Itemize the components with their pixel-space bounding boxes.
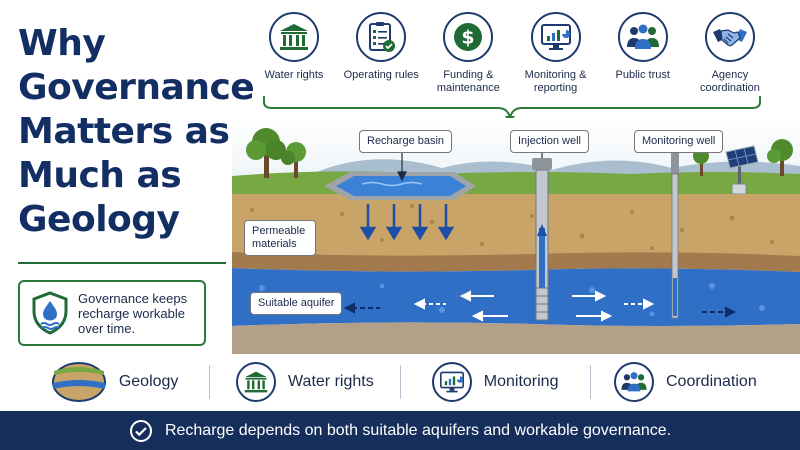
title-line: Much as — [18, 155, 182, 196]
handshake-icon — [704, 12, 755, 62]
divider — [209, 365, 211, 399]
governance-item-agency-coordination: Agency coordination — [688, 12, 772, 104]
svg-text:$: $ — [462, 27, 475, 49]
groundwater-flow-arrows-dark — [343, 302, 737, 318]
summary-item-water-rights: Water rights — [210, 362, 399, 402]
title-divider — [18, 262, 226, 264]
summary-item-geology: Geology — [20, 361, 209, 403]
governance-callout: Governance keeps recharge workable over … — [18, 280, 206, 346]
dollar-icon: $ — [443, 12, 494, 62]
footer-banner: Recharge depends on both suitable aquife… — [0, 411, 800, 450]
people-icon — [617, 12, 668, 62]
governance-label: Funding & maintenance — [436, 69, 500, 94]
title-line: Geology — [18, 199, 180, 240]
tree — [281, 142, 306, 178]
governance-item-operating-rules: Operating rules — [339, 12, 423, 104]
recharge-basin — [324, 172, 476, 200]
governance-item-public-trust: Public trust — [601, 12, 685, 104]
callout-text: Governance keeps recharge workable over … — [78, 290, 188, 336]
summary-item-coordination: Coordination — [591, 362, 780, 402]
summary-row: Geology Water rights — [20, 356, 780, 408]
summary-label: Geology — [118, 373, 179, 390]
check-circle-icon — [129, 419, 152, 442]
suitable-aquifer-label: Suitable aquifer — [250, 292, 343, 315]
governance-label: Operating rules — [343, 69, 419, 81]
governance-icons-row: Water rights Operating rules $ Funding &… — [252, 12, 772, 104]
recharge-basin-label: Recharge basin — [359, 130, 453, 153]
permeable-materials-label: Permeable materials — [244, 220, 316, 256]
summary-item-monitoring: Monitoring — [401, 362, 590, 402]
summary-label: Monitoring — [483, 373, 559, 390]
people-icon — [614, 362, 654, 402]
clay-layer — [232, 252, 800, 272]
aquifer-scene: Recharge basin Injection well Monitoring… — [232, 118, 800, 354]
footer-text: Recharge depends on both suitable aquife… — [164, 421, 672, 439]
page-title: Why Governance Matters as Much as Geolog… — [18, 22, 255, 242]
shield-water-icon — [32, 291, 68, 335]
governance-label: Monitoring & reporting — [524, 69, 587, 94]
monitor-chart-icon — [431, 362, 472, 402]
aquifer-illustration — [232, 118, 800, 354]
checklist-icon — [356, 12, 407, 62]
title-line: Why — [18, 23, 106, 64]
courthouse-icon — [269, 12, 319, 62]
monitoring-well — [671, 150, 679, 319]
soil-layers-icon — [51, 362, 106, 402]
governance-item-monitoring: Monitoring & reporting — [514, 12, 598, 104]
bedrock-layer — [232, 322, 800, 354]
governance-label: Agency coordination — [699, 69, 760, 94]
injection-well-label: Injection well — [510, 130, 589, 153]
summary-label: Water rights — [288, 373, 374, 390]
infiltration-arrows — [359, 204, 455, 241]
monitoring-well-label: Monitoring well — [634, 130, 724, 153]
governance-label: Water rights — [264, 69, 324, 81]
governance-label: Public trust — [615, 69, 670, 81]
tree — [767, 139, 793, 176]
divider — [589, 365, 591, 399]
groundwater-flow-arrows — [413, 290, 655, 322]
title-line: Matters as — [18, 111, 230, 152]
permeable-soil-layer — [232, 194, 800, 256]
governance-item-water-rights: Water rights — [252, 12, 336, 104]
courthouse-icon — [236, 362, 277, 402]
tree — [246, 128, 286, 178]
monitor-chart-icon — [530, 12, 581, 62]
injection-well — [532, 158, 552, 321]
aquifer-layer — [232, 268, 800, 326]
divider — [399, 365, 401, 399]
summary-label: Coordination — [666, 373, 757, 390]
governance-item-funding: $ Funding & maintenance — [426, 12, 510, 104]
title-line: Governance — [18, 67, 255, 108]
